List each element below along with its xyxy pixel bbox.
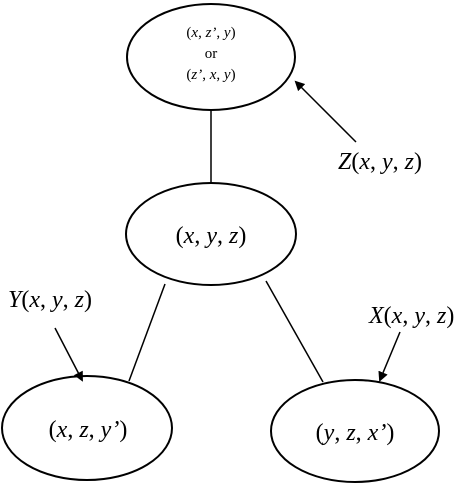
top-node-line3-x: x [209, 67, 217, 83]
label-y-fn: Y [8, 287, 24, 313]
arrow-z-to-top [294, 80, 357, 143]
label-z-c2: , [393, 149, 405, 175]
label-y-p2: ) [84, 287, 92, 313]
top-node-line3-c1: , [202, 67, 210, 83]
left-node: (x, z, y’) [1, 375, 173, 481]
top-node-line3-zprime: z’ [190, 67, 202, 83]
top-node-line3-p2: ) [231, 67, 236, 83]
edge-middle-left [128, 283, 166, 382]
label-x-c2: , [425, 303, 437, 329]
label-x-function: X(x, y, z) [368, 303, 454, 329]
label-y-c1: , [40, 287, 52, 313]
top-node-line3-c2: , [216, 67, 224, 83]
label-x-p2: ) [446, 303, 454, 329]
middle-node-x: x [183, 223, 195, 249]
right-node-p2: ) [386, 420, 394, 446]
label-x-y: y [412, 303, 425, 329]
svg-text:(x, y, z): (x, y, z) [176, 223, 247, 249]
label-x-c1: , [402, 303, 414, 329]
left-node-z: z [78, 417, 89, 443]
left-node-c2: , [89, 417, 101, 443]
label-z-y: y [380, 149, 393, 175]
svg-text:(y, z, x’): (y, z, x’) [316, 420, 395, 446]
middle-node-p2: ) [238, 223, 246, 249]
left-node-yprime: y’ [99, 417, 120, 443]
right-node: (y, z, x’) [270, 379, 440, 483]
top-node-line1-p1: ( [186, 25, 191, 41]
left-node-x: x [56, 417, 68, 443]
label-x-z: z [436, 303, 447, 329]
left-node-p1: ( [49, 417, 57, 443]
svg-text:(x, z’, y): (x, z’, y) [186, 25, 235, 41]
right-node-c2: , [356, 420, 368, 446]
top-node-line1-c1: , [198, 25, 206, 41]
label-z-x: x [358, 149, 370, 175]
label-x-x: x [391, 303, 403, 329]
svg-text:(x, z, y’): (x, z, y’) [49, 417, 128, 443]
top-node-line1-c2: , [216, 25, 224, 41]
label-y-p1: ( [21, 287, 29, 313]
arrow-y-to-left [54, 327, 83, 382]
label-x-fn: X [368, 303, 385, 329]
right-node-y: y [322, 420, 335, 446]
middle-node-c1: , [194, 223, 206, 249]
left-node-c1: , [67, 417, 79, 443]
top-node-line3-y: y [222, 67, 231, 83]
label-y-x: x [28, 287, 40, 313]
middle-node-p1: ( [176, 223, 184, 249]
middle-node-y: y [204, 223, 217, 249]
label-y-y: y [50, 287, 63, 313]
middle-node: (x, y, z) [125, 182, 297, 286]
left-node-p2: ) [119, 417, 127, 443]
top-node-line1-y: y [222, 25, 231, 41]
label-z-function: Z(x, y, z) [338, 149, 422, 175]
middle-node-z: z [228, 223, 239, 249]
top-node-line3-p1: ( [186, 67, 191, 83]
top-node-line1-x: x [190, 25, 198, 41]
svg-text:(z’, x, y): (z’, x, y) [186, 67, 235, 83]
label-z-p1: ( [351, 149, 359, 175]
right-node-p1: ( [316, 420, 324, 446]
middle-node-c2: , [217, 223, 229, 249]
top-node-or: or [205, 46, 218, 62]
label-x-p1: ( [384, 303, 392, 329]
arrow-x-to-right [378, 331, 401, 382]
right-node-c1: , [334, 420, 346, 446]
top-node-line1-p2: ) [231, 25, 236, 41]
label-z-z: z [404, 149, 415, 175]
right-node-z: z [345, 420, 356, 446]
label-y-z: z [74, 287, 85, 313]
label-z-p2: ) [414, 149, 422, 175]
label-z-c1: , [370, 149, 382, 175]
right-node-xprime: x’ [367, 420, 387, 446]
edge-middle-right [265, 280, 324, 383]
label-y-function: Y(x, y, z) [8, 287, 92, 313]
label-z-fn: Z [338, 149, 352, 175]
top-node-line1-zprime: z’ [205, 25, 217, 41]
label-y-c2: , [63, 287, 75, 313]
top-node: (x, z’, y) or (z’, x, y) [126, 3, 296, 111]
